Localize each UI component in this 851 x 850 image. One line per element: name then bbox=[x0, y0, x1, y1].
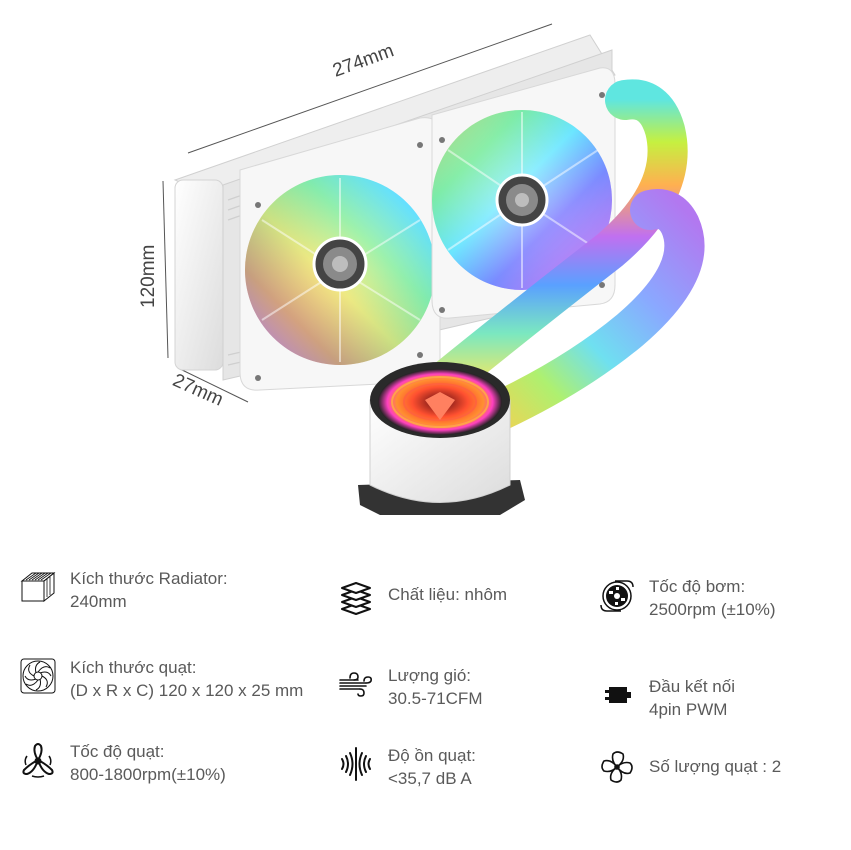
fan-frame-icon bbox=[18, 656, 58, 696]
pump-icon bbox=[597, 575, 637, 615]
heatsink-icon bbox=[18, 567, 58, 607]
dimension-height-label: 120mm bbox=[138, 244, 159, 308]
spec-connector: Đầu kết nối 4pin PWM bbox=[597, 675, 735, 721]
spec-noise: Độ ồn quạt: <35,7 dB A bbox=[336, 744, 476, 790]
spec-radiator-size: Kích thước Radiator: 240mm bbox=[18, 567, 228, 613]
spec-value: 800-1800rpm(±10%) bbox=[70, 765, 226, 784]
spec-fan-count: Số lượng quạt : 2 bbox=[597, 747, 781, 787]
spec-value: 2500rpm (±10%) bbox=[649, 600, 776, 619]
pump-block bbox=[358, 362, 525, 515]
spec-label: Số lượng quạt : 2 bbox=[649, 757, 782, 776]
fan-1 bbox=[239, 117, 441, 391]
product-image: 274mm 120mm 27mm bbox=[138, 23, 705, 515]
wind-icon bbox=[336, 664, 376, 704]
spec-value: 240mm bbox=[70, 592, 127, 611]
cooler-illustration bbox=[162, 23, 705, 515]
dimension-line-length bbox=[187, 23, 553, 154]
spec-material: Chất liệu: nhôm bbox=[336, 575, 507, 615]
fan-blades-icon bbox=[597, 747, 637, 787]
tubes bbox=[420, 79, 705, 440]
dimension-line-depth bbox=[177, 367, 249, 403]
layers-icon bbox=[336, 575, 376, 615]
spec-label: Tốc độ bơm: bbox=[649, 577, 746, 596]
dimension-line-height bbox=[162, 180, 169, 359]
spec-label: Đầu kết nối bbox=[649, 677, 735, 696]
spec-airflow: Lượng gió: 30.5-71CFM bbox=[336, 664, 482, 710]
plug-icon bbox=[597, 675, 637, 715]
spec-label: Chất liệu: nhôm bbox=[388, 585, 508, 604]
spec-label: Kích thước Radiator: bbox=[70, 569, 228, 588]
spec-value: <35,7 dB A bbox=[388, 769, 472, 788]
spec-fan-size: Kích thước quạt: (D x R x C) 120 x 120 x … bbox=[18, 656, 303, 702]
spec-label: Độ ồn quạt: bbox=[388, 746, 476, 765]
spec-label: Tốc độ quạt: bbox=[70, 742, 165, 761]
fan-2 bbox=[431, 67, 616, 319]
spec-label: Kích thước quạt: bbox=[70, 658, 197, 677]
spec-label: Lượng gió: bbox=[388, 666, 472, 685]
spec-value: 30.5-71CFM bbox=[388, 689, 483, 708]
spec-value: (D x R x C) 120 x 120 x 25 mm bbox=[70, 681, 304, 700]
spec-pump-speed: Tốc độ bơm: 2500rpm (±10%) bbox=[597, 575, 776, 621]
propeller-icon bbox=[18, 740, 58, 780]
spec-value: 4pin PWM bbox=[649, 700, 728, 719]
sound-wave-icon bbox=[336, 744, 376, 784]
spec-fan-speed: Tốc độ quạt: 800-1800rpm(±10%) bbox=[18, 740, 226, 786]
